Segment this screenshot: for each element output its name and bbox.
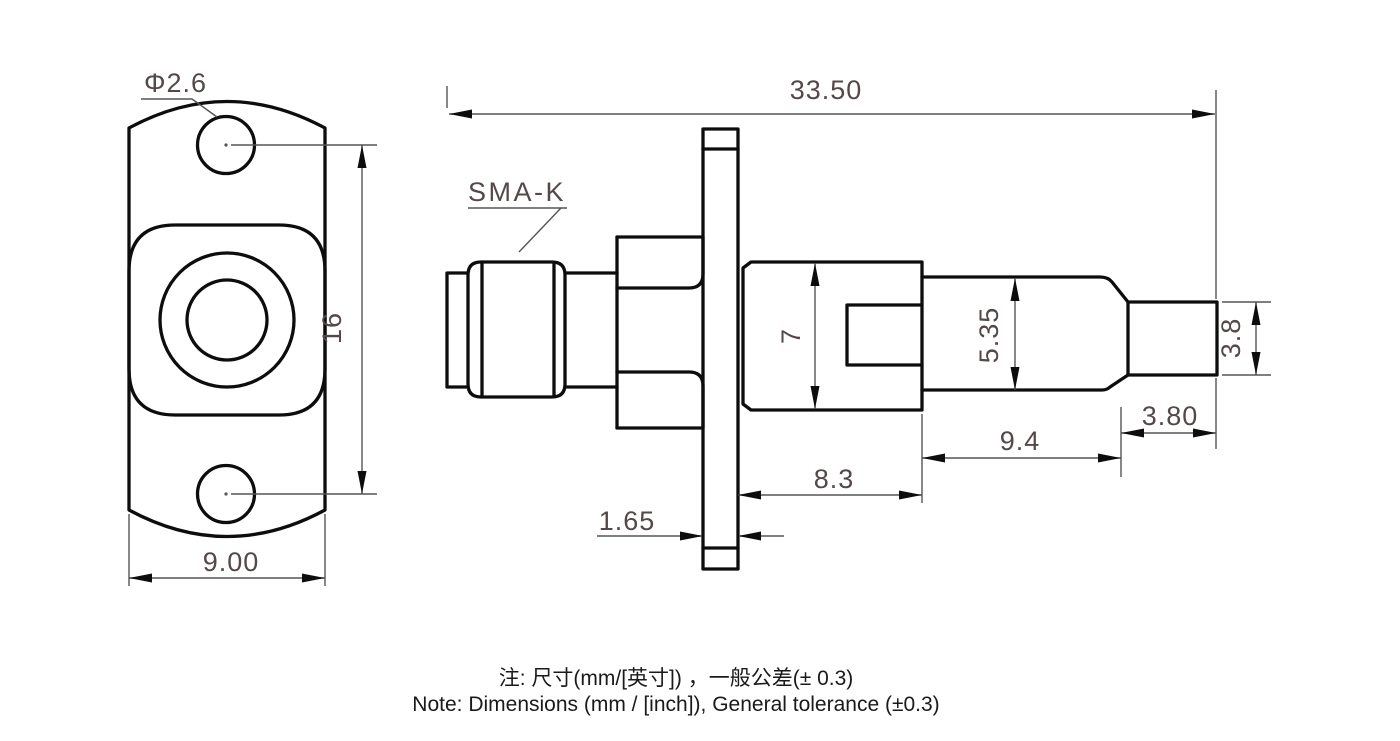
hole-diameter-label: Φ2.6 (144, 68, 207, 98)
connector-type-label: SMA-K (468, 177, 566, 207)
side-flange-plate (701, 127, 740, 571)
barrel-diameter-value: 5.35 (974, 307, 1004, 364)
front-view: Φ2.6 16 9.00 (127, 68, 377, 586)
front-plate-outline (127, 99, 327, 539)
side-body-recess (845, 303, 923, 367)
side-rear-barrel (920, 275, 1130, 392)
note-line-en: Note: Dimensions (mm / [inch]), General … (412, 692, 940, 716)
front-inner-bore (185, 278, 269, 362)
dim-total-length: 33.50 (446, 75, 1217, 449)
side-tip (1126, 300, 1219, 377)
side-hex-nut (466, 260, 567, 399)
dim-body-length: 8.3 (738, 414, 923, 503)
dim-barrel-diameter: 5.35 (974, 278, 1020, 390)
front-boss-outline (127, 223, 327, 417)
hole-center-mark-bottom (224, 492, 228, 496)
dim-body-diameter: 7 (776, 263, 820, 409)
side-view: SMA-K 33.50 1.65 8.3 (445, 75, 1271, 571)
side-body-block (741, 260, 924, 412)
flange-thickness-value: 1.65 (599, 506, 656, 536)
dim-hole-spacing: 16 (231, 144, 377, 495)
drawing-notes: 注: 尺寸(mm/[英寸]) ，一般公差(± 0.3) Note: Dimens… (0, 666, 1352, 717)
dim-flange-thickness: 1.65 (597, 506, 784, 541)
dim-plate-width: 9.00 (128, 514, 326, 586)
dim-tip-length: 3.80 (1121, 401, 1216, 438)
hole-spacing-value: 16 (317, 312, 347, 344)
side-barrel (563, 271, 619, 389)
tip-diameter-value: 3.8 (1216, 318, 1246, 359)
note-line-zh: 注: 尺寸(mm/[英寸]) ，一般公差(± 0.3) (498, 667, 854, 690)
tip-length-value: 3.80 (1142, 401, 1199, 431)
body-length-value: 8.3 (814, 464, 855, 494)
dim-tip-diameter: 3.8 (1216, 301, 1271, 376)
hole-center-mark-top (224, 143, 228, 147)
dim-hole-diameter: Φ2.6 (141, 68, 218, 118)
side-boss (615, 235, 705, 430)
total-length-value: 33.50 (790, 75, 863, 105)
connector-type-callout: SMA-K (468, 177, 567, 253)
dim-barrel-length: 9.4 (922, 407, 1122, 477)
plate-width-value: 9.00 (203, 547, 260, 577)
barrel-length-value: 9.4 (1000, 426, 1041, 456)
side-stub (445, 271, 470, 389)
front-outer-bore (158, 251, 296, 389)
body-diameter-value: 7 (776, 328, 806, 344)
